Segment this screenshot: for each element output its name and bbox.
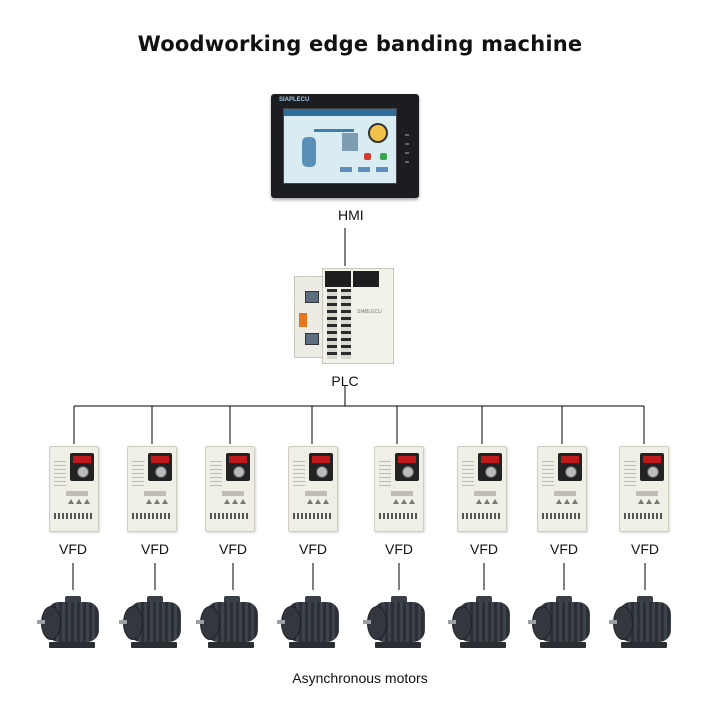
motor-icon [363, 596, 429, 654]
vfd-drive [537, 446, 587, 532]
vfd-drive [205, 446, 255, 532]
vfd-drive [619, 446, 669, 532]
motors-label: Asynchronous motors [292, 670, 428, 686]
vfd-label: VFD [219, 541, 247, 557]
hmi-touch-panel: SIAPLECU [271, 94, 419, 198]
hmi-brand-logo: SIAPLECU [279, 97, 310, 103]
motor-icon [528, 596, 594, 654]
plc-label: PLC [331, 373, 359, 389]
vfd-label: VFD [470, 541, 498, 557]
vfd-drive [457, 446, 507, 532]
diagram-title: Woodworking edge banding machine [137, 32, 583, 56]
vfd-drive [374, 446, 424, 532]
vfd-label: VFD [550, 541, 578, 557]
hmi-screen [283, 108, 397, 184]
motor-icon [196, 596, 262, 654]
motor-icon [37, 596, 103, 654]
vfd-drive [288, 446, 338, 532]
gauge-icon [368, 123, 388, 143]
plc-brand-logo: SIABLECU [357, 309, 382, 315]
motor-icon [277, 596, 343, 654]
plc-controller: SIABLECU [294, 268, 394, 364]
vfd-drive [127, 446, 177, 532]
motor-icon [119, 596, 185, 654]
vfd-drive [49, 446, 99, 532]
vfd-label: VFD [59, 541, 87, 557]
vfd-label: VFD [299, 541, 327, 557]
vfd-label: VFD [631, 541, 659, 557]
vfd-label: VFD [385, 541, 413, 557]
motor-icon [448, 596, 514, 654]
vfd-label: VFD [141, 541, 169, 557]
hmi-label: HMI [338, 207, 364, 223]
motor-icon [609, 596, 675, 654]
